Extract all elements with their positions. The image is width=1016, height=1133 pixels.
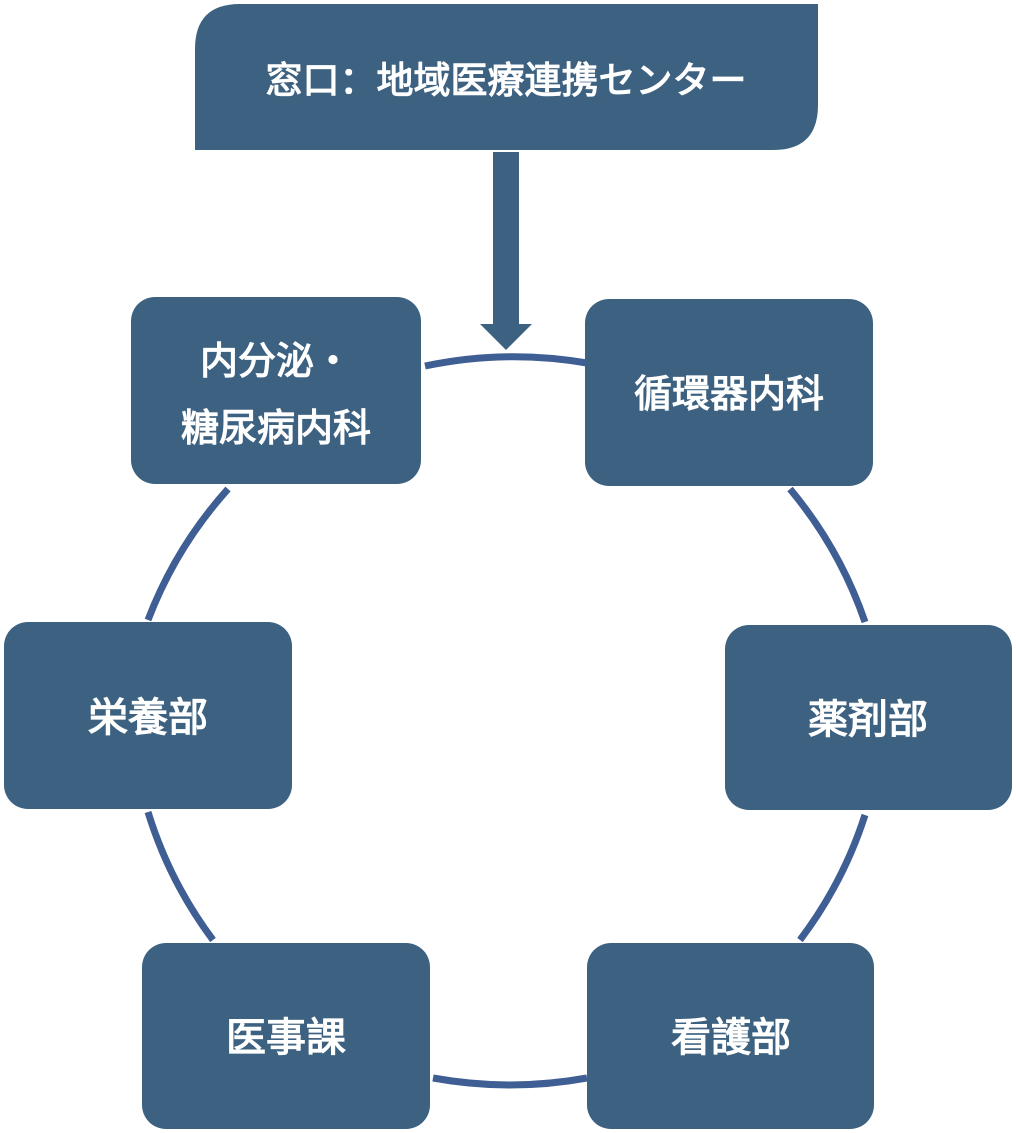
department-box-shape (585, 299, 873, 486)
department-box-shape (587, 943, 874, 1129)
department-label-line-1: 内分泌・ (200, 339, 352, 383)
department-box-nutrition: 栄養部 (4, 622, 292, 809)
department-label: 栄養部 (88, 695, 208, 741)
department-label: 看護部 (671, 1015, 791, 1061)
department-label: 薬剤部 (808, 697, 928, 743)
department-box-nursing: 看護部 (587, 943, 874, 1129)
ring-segment-upper-right (787, 486, 869, 624)
ring-segment-lower-right (797, 813, 869, 943)
department-box-shape (131, 297, 421, 484)
ring-segment-bottom (432, 1074, 588, 1089)
department-box-shape (725, 625, 1012, 810)
contact-window-box: 窓口：地域医療連携センター (195, 4, 818, 150)
arrow-shaft (493, 152, 519, 324)
ring-segment-lower-left (144, 810, 216, 943)
department-box-pharmacy: 薬剤部 (725, 625, 1012, 810)
department-box-medical-affairs: 医事課 (142, 943, 430, 1129)
arrow-head (480, 324, 532, 350)
department-label-line-2: 糖尿病内科 (181, 406, 371, 450)
department-box-shape (142, 943, 430, 1129)
arrow-down (480, 152, 532, 350)
ring-segment-top (424, 353, 588, 370)
ring-segment-upper-left (144, 486, 231, 622)
contact-window-shape (195, 4, 818, 150)
department-box-endocrinology: 内分泌・ 糖尿病内科 (131, 297, 421, 484)
department-label: 循環器内科 (634, 372, 824, 416)
department-label: 医事課 (226, 1015, 346, 1061)
contact-window-label: 窓口：地域医療連携センター (266, 59, 747, 102)
ring (144, 353, 869, 1089)
department-box-cardiology: 循環器内科 (585, 299, 873, 486)
department-box-shape (4, 622, 292, 809)
